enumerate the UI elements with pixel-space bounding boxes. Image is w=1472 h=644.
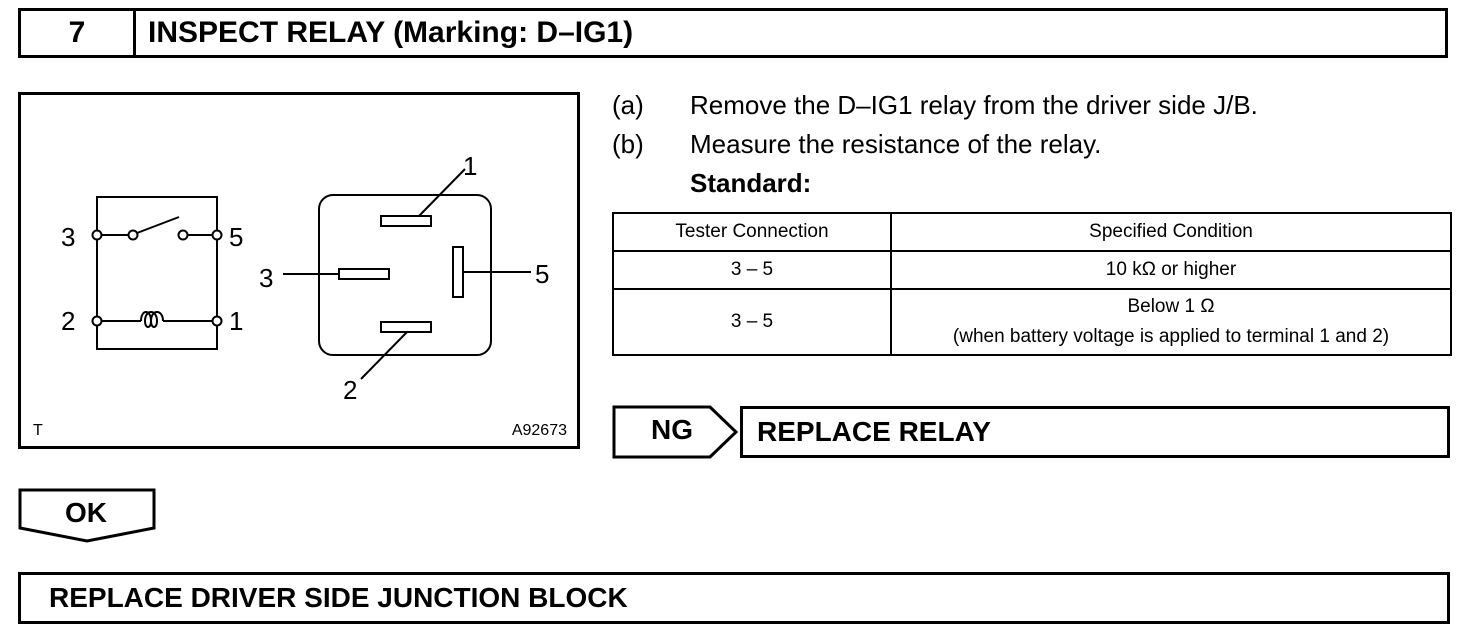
step-number: 7 (21, 11, 136, 55)
connector-terminal-3: 3 (259, 263, 274, 293)
ng-action-box: REPLACE RELAY (740, 406, 1450, 458)
terminal-5-point (211, 229, 223, 241)
terminal-1-point (211, 315, 223, 327)
schematic-terminal-2: 2 (61, 306, 76, 336)
instruction-text: Remove the D–IG1 relay from the driver s… (690, 90, 1258, 120)
step-header: 7 INSPECT RELAY (Marking: D–IG1) (18, 8, 1448, 58)
specified-condition-cell: Below 1 Ω (when battery voltage is appli… (890, 288, 1452, 356)
condition-line-2: (when battery voltage is applied to term… (952, 326, 1390, 347)
standard-label: Standard: (690, 168, 812, 198)
table-header: Specified Condition (890, 212, 1452, 252)
table-row: 3 – 5 Below 1 Ω (when battery voltage is… (612, 288, 1452, 356)
tester-connection-cell: 3 – 5 (612, 250, 892, 290)
relay-diagram (91, 168, 531, 380)
specified-condition-cell: 10 kΩ or higher (890, 250, 1452, 290)
connector-terminal-1: 1 (463, 151, 478, 181)
pin-5 (452, 246, 464, 298)
table-row: 3 – 5 10 kΩ or higher (612, 250, 1452, 290)
step-title: INSPECT RELAY (Marking: D–IG1) (148, 16, 634, 49)
ok-arrow-icon (18, 488, 156, 543)
schematic-terminal-1: 1 (229, 306, 244, 336)
instruction-b: (b) Measure the resistance of the relay. (612, 129, 1101, 160)
leader-1 (418, 168, 466, 217)
leader-2 (360, 331, 408, 380)
table-header: Tester Connection (612, 212, 892, 252)
switch-contact-right (177, 229, 189, 241)
figure-id: A92673 (511, 422, 567, 439)
pin-2 (380, 321, 432, 333)
switch-contact-left (127, 229, 139, 241)
ok-label: OK (65, 497, 107, 528)
instruction-marker: (b) (612, 129, 644, 159)
pin-1 (380, 215, 432, 227)
figure-corner-left: T (33, 422, 43, 439)
connector-terminal-5: 5 (535, 259, 550, 289)
final-action-box: REPLACE DRIVER SIDE JUNCTION BLOCK (18, 572, 1450, 624)
terminal-2-point (91, 315, 103, 327)
connector-terminal-2: 2 (343, 375, 358, 405)
spec-table: Tester Connection Specified Condition 3 … (612, 212, 1452, 356)
schematic-terminal-5: 5 (229, 222, 244, 252)
relay-figure: 3 5 2 1 1 3 5 2 T A92673 (18, 92, 580, 449)
schematic-terminal-3: 3 (61, 222, 76, 252)
tester-connection-cell: 3 – 5 (612, 288, 892, 356)
ng-arrow-icon (612, 405, 739, 459)
coil-icon (140, 311, 164, 328)
condition-line-1: Below 1 Ω (1127, 296, 1215, 317)
instruction-a: (a) Remove the D–IG1 relay from the driv… (612, 90, 1258, 121)
instruction-text: Measure the resistance of the relay. (690, 129, 1102, 159)
pin-3 (338, 268, 390, 280)
switch-blade (136, 216, 180, 234)
terminal-3-point (91, 229, 103, 241)
instruction-marker: (a) (612, 90, 644, 120)
relay-schematic-body (96, 196, 218, 350)
ng-label: NG (651, 414, 693, 445)
